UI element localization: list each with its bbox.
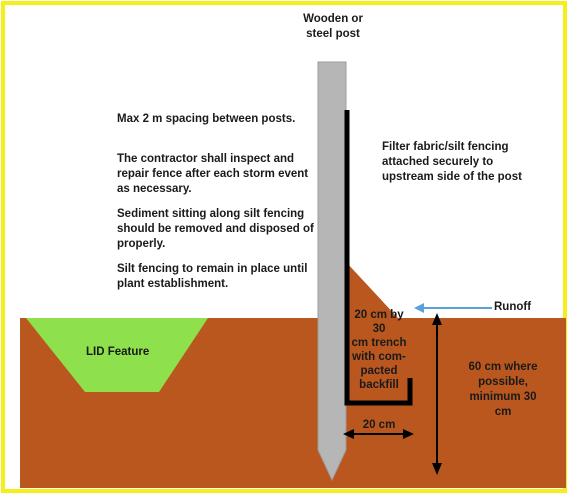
post <box>317 61 347 482</box>
depth-arrow-top <box>432 313 442 325</box>
trench-label: 20 cm by 30 cm trench with com- pacted b… <box>351 309 407 391</box>
lid-feature-area <box>26 318 208 392</box>
post-label: Wooden or steel post <box>303 13 363 40</box>
depth-arrow-bottom <box>432 463 442 475</box>
depth-label: 60 cm where possible, minimum 30 cm <box>468 361 538 418</box>
note-spacing: Max 2 m spacing between posts. <box>117 113 296 125</box>
width-label: 20 cm <box>362 419 396 431</box>
filter-fabric <box>344 110 413 406</box>
note-inspection: The contractor shall inspect and repair … <box>117 153 309 195</box>
filter-fabric-label: Filter fabric/silt fencing attached secu… <box>382 141 522 183</box>
note-sediment: Sediment sitting along silt fencing shou… <box>117 208 314 250</box>
runoff-arrowhead <box>414 303 424 313</box>
width-arrow-right <box>403 429 414 439</box>
lid-feature-label: LID Feature <box>86 346 150 358</box>
runoff-label: Runoff <box>494 301 532 313</box>
width-arrow-left <box>343 429 354 439</box>
note-establishment: Silt fencing to remain in place until pl… <box>117 263 308 290</box>
